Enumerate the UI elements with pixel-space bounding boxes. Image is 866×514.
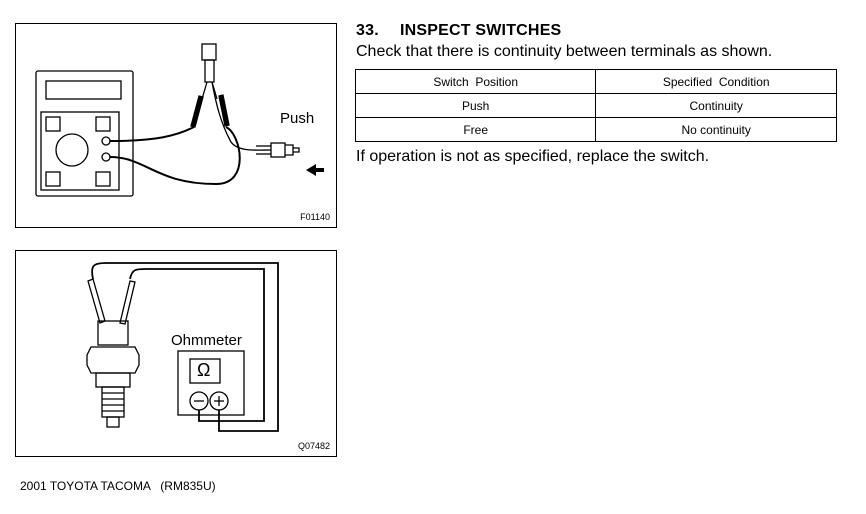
table-cell: No continuity [595, 117, 837, 142]
figure-code: F01140 [300, 212, 330, 222]
table-header: Specified Condition [595, 69, 837, 94]
table-header: Switch Position [354, 69, 597, 94]
table-cell: Free [354, 117, 597, 142]
spec-table: Switch Position Specified Condition Push… [354, 69, 837, 142]
instruction-text: Check that there is continuity between t… [356, 43, 773, 60]
section-heading: 33. INSPECT SWITCHES [356, 22, 561, 40]
table-row: Free No continuity [354, 117, 837, 142]
figure-ohmmeter-test: Ohmmeter Ω Q07482 [15, 250, 337, 457]
table-cell: Push [354, 93, 597, 118]
footer-text: 2001 TOYOTA TACOMA (RM835U) [20, 479, 216, 493]
table-cell: Continuity [595, 93, 837, 118]
note-text: If operation is not as specified, replac… [356, 148, 710, 165]
ohmmeter-label: Ohmmeter [171, 332, 242, 349]
table-header-row: Switch Position Specified Condition [354, 69, 837, 94]
table-row: Push Continuity [354, 93, 837, 118]
figure-ohmmeter-diagram [86, 262, 279, 432]
section-title: INSPECT SWITCHES [400, 22, 562, 39]
ohm-symbol: Ω [197, 360, 211, 380]
figure-push-switch-diagram [35, 43, 324, 197]
push-label: Push [280, 110, 315, 127]
figure-code: Q07482 [297, 441, 330, 451]
figure-push-switch-test: Push F01140 [15, 23, 337, 228]
section-number: 33. [356, 22, 379, 39]
